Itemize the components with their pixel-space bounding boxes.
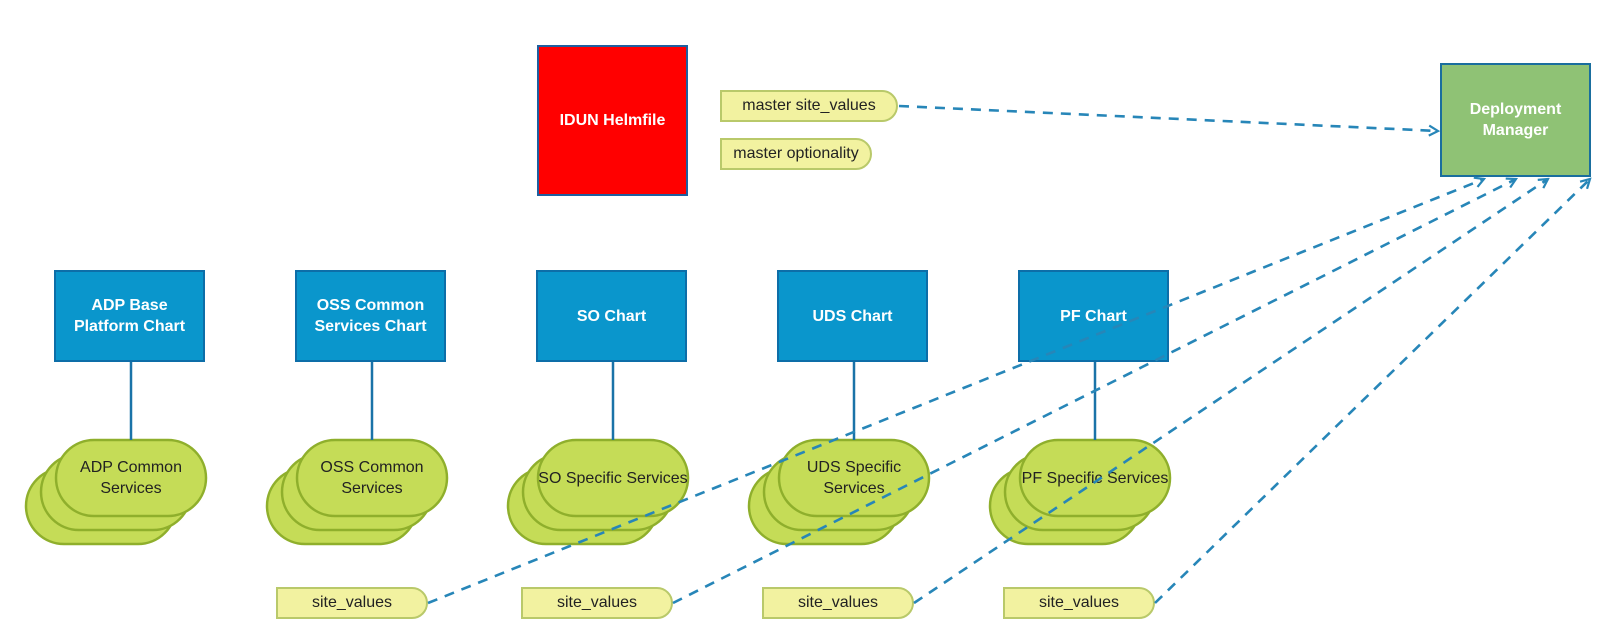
chart-label: UDS Chart <box>812 307 893 325</box>
master-optionality-label: master optionality <box>733 145 859 162</box>
chart-so: SO Chart <box>536 270 687 362</box>
chart-label: OSS Common Services Chart <box>314 297 427 335</box>
site-values-label: site_values <box>311 594 393 611</box>
chart-pf: PF Chart <box>1018 270 1169 362</box>
chart-uds: UDS Chart <box>777 270 928 362</box>
service-label: PF Specific Services <box>1021 469 1169 487</box>
site-values-label: site_values <box>797 594 879 611</box>
service-label: UDS Specific Services <box>806 459 902 497</box>
master-site-values-label: master site_values <box>742 97 876 114</box>
site-values-label: site_values <box>556 594 638 611</box>
site-values-tag-1: site_values <box>276 587 428 619</box>
service-label: SO Specific Services <box>538 469 688 487</box>
chart-label: ADP Base Platform Chart <box>73 297 186 335</box>
service-oss-common: OSS Common Services <box>297 450 447 506</box>
arrow-site-values-2-to-deployment-manager <box>672 179 1516 605</box>
chart-adp-base-platform: ADP Base Platform Chart <box>54 270 205 362</box>
service-label: OSS Common Services <box>320 459 424 497</box>
arrow-site-values-1-to-deployment-manager <box>427 179 1484 605</box>
site-values-tag-4: site_values <box>1003 587 1155 619</box>
master-site-values-tag: master site_values <box>720 90 898 122</box>
master-optionality-tag: master optionality <box>720 138 872 170</box>
chart-label: SO Chart <box>576 307 647 325</box>
arrow-site-values-3-to-deployment-manager <box>913 179 1548 605</box>
chart-label: PF Chart <box>1060 307 1127 325</box>
idun-helmfile-node: IDUN Helmfile <box>537 45 688 196</box>
chart-oss-common-services: OSS Common Services Chart <box>295 270 446 362</box>
site-values-tag-2: site_values <box>521 587 673 619</box>
arrow-master-site-values-to-deployment-manager <box>898 104 1438 131</box>
idun-helmfile-label: IDUN Helmfile <box>559 111 666 129</box>
service-adp-common: ADP Common Services <box>56 450 206 506</box>
service-so-specific: SO Specific Services <box>538 450 688 506</box>
deployment-manager-node: Deployment Manager <box>1440 63 1591 177</box>
service-pf-specific: PF Specific Services <box>1020 450 1170 506</box>
site-values-tag-3: site_values <box>762 587 914 619</box>
service-label: ADP Common Services <box>80 459 182 497</box>
deployment-manager-label: Deployment Manager <box>1469 101 1562 139</box>
service-uds-specific: UDS Specific Services <box>779 450 929 506</box>
arrow-site-values-4-to-deployment-manager <box>1154 179 1590 604</box>
site-values-label: site_values <box>1038 594 1120 611</box>
